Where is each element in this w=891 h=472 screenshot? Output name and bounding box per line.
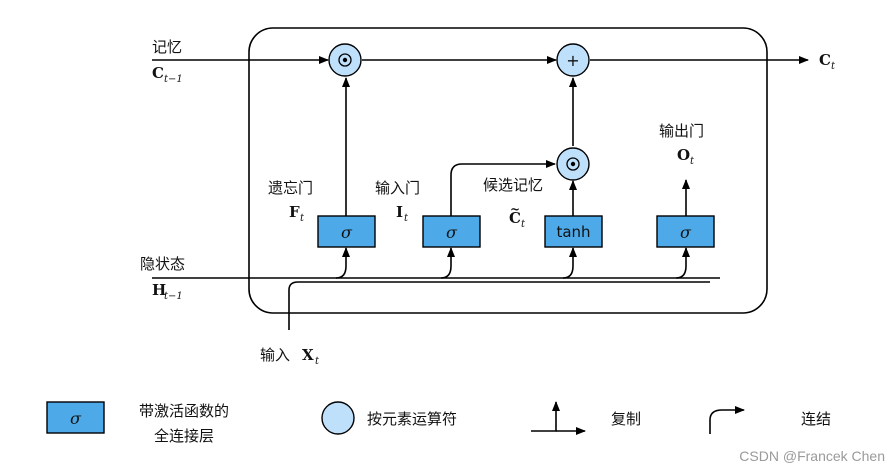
watermark: CSDN @Francek Chen bbox=[739, 448, 885, 464]
output-gate-sub: t bbox=[690, 156, 695, 167]
forget-gate-fn: σ bbox=[341, 223, 353, 242]
legend-box-label-1: 带激活函数的 bbox=[139, 402, 229, 420]
forget-gate-label: 遗忘门 bbox=[268, 179, 313, 197]
legend-copy-label: 复制 bbox=[611, 410, 641, 428]
input-gate-symbol: I bbox=[396, 203, 403, 221]
input-x-symbol: X bbox=[302, 346, 314, 364]
legend-box-fn: σ bbox=[70, 409, 82, 428]
input-gate-label: 输入门 bbox=[375, 179, 420, 197]
output-gate-box bbox=[656, 215, 715, 248]
memory-sub: t−1 bbox=[164, 74, 183, 85]
forget-mul-dot-ring bbox=[338, 53, 352, 67]
input-gate-box bbox=[422, 215, 481, 248]
memory-label: 记忆 bbox=[152, 38, 182, 56]
legend-circle-swatch bbox=[321, 401, 355, 435]
legend-box-swatch bbox=[46, 401, 105, 434]
hidden-to-forget bbox=[335, 247, 350, 279]
add-op bbox=[556, 43, 590, 77]
forget-gate-sub: t bbox=[300, 213, 305, 224]
add-op-symbol: + bbox=[566, 51, 579, 70]
legend-box-label-2: 全连接层 bbox=[154, 427, 214, 445]
output-c-symbol: C bbox=[819, 51, 831, 69]
input-mul-dot-ring bbox=[566, 157, 580, 171]
input-x-sub: t bbox=[315, 356, 320, 367]
hidden-to-output bbox=[675, 247, 690, 279]
input-gate-sub: t bbox=[404, 213, 409, 224]
legend-copy-icon bbox=[531, 401, 560, 432]
input-gate-fn: σ bbox=[446, 223, 458, 242]
forget-gate-box bbox=[317, 215, 376, 248]
memory-symbol: C bbox=[152, 64, 164, 82]
output-gate-fn: σ bbox=[680, 223, 692, 242]
output-c-sub: t bbox=[831, 61, 836, 72]
candidate-box bbox=[544, 215, 603, 248]
input-mul-dot bbox=[570, 161, 576, 167]
hidden-to-input bbox=[440, 247, 455, 279]
legend-concat-label: 连结 bbox=[801, 410, 831, 428]
candidate-fn: tanh bbox=[556, 223, 590, 241]
cell-boundary bbox=[248, 27, 768, 314]
hidden-sub: t−1 bbox=[164, 291, 183, 302]
forget-gate-symbol: F bbox=[289, 203, 300, 221]
legend-concat-icon bbox=[709, 406, 745, 434]
output-gate-label: 输出门 bbox=[659, 122, 704, 140]
candidate-symbol: C bbox=[509, 209, 521, 227]
hidden-symbol: H bbox=[152, 281, 166, 299]
candidate-tilde: ~ bbox=[510, 202, 520, 216]
output-gate-symbol: O bbox=[677, 146, 690, 164]
input-x-line bbox=[288, 281, 710, 330]
forget-mul-dot bbox=[342, 57, 348, 63]
hidden-to-candidate bbox=[562, 247, 577, 279]
hidden-label: 隐状态 bbox=[140, 255, 185, 273]
input-gate-arrow bbox=[450, 160, 556, 216]
candidate-label: 候选记忆 bbox=[483, 176, 543, 194]
input-x-label: 输入 bbox=[260, 346, 290, 364]
candidate-sub: t bbox=[521, 219, 526, 230]
legend-circle-label: 按元素运算符 bbox=[367, 410, 457, 428]
